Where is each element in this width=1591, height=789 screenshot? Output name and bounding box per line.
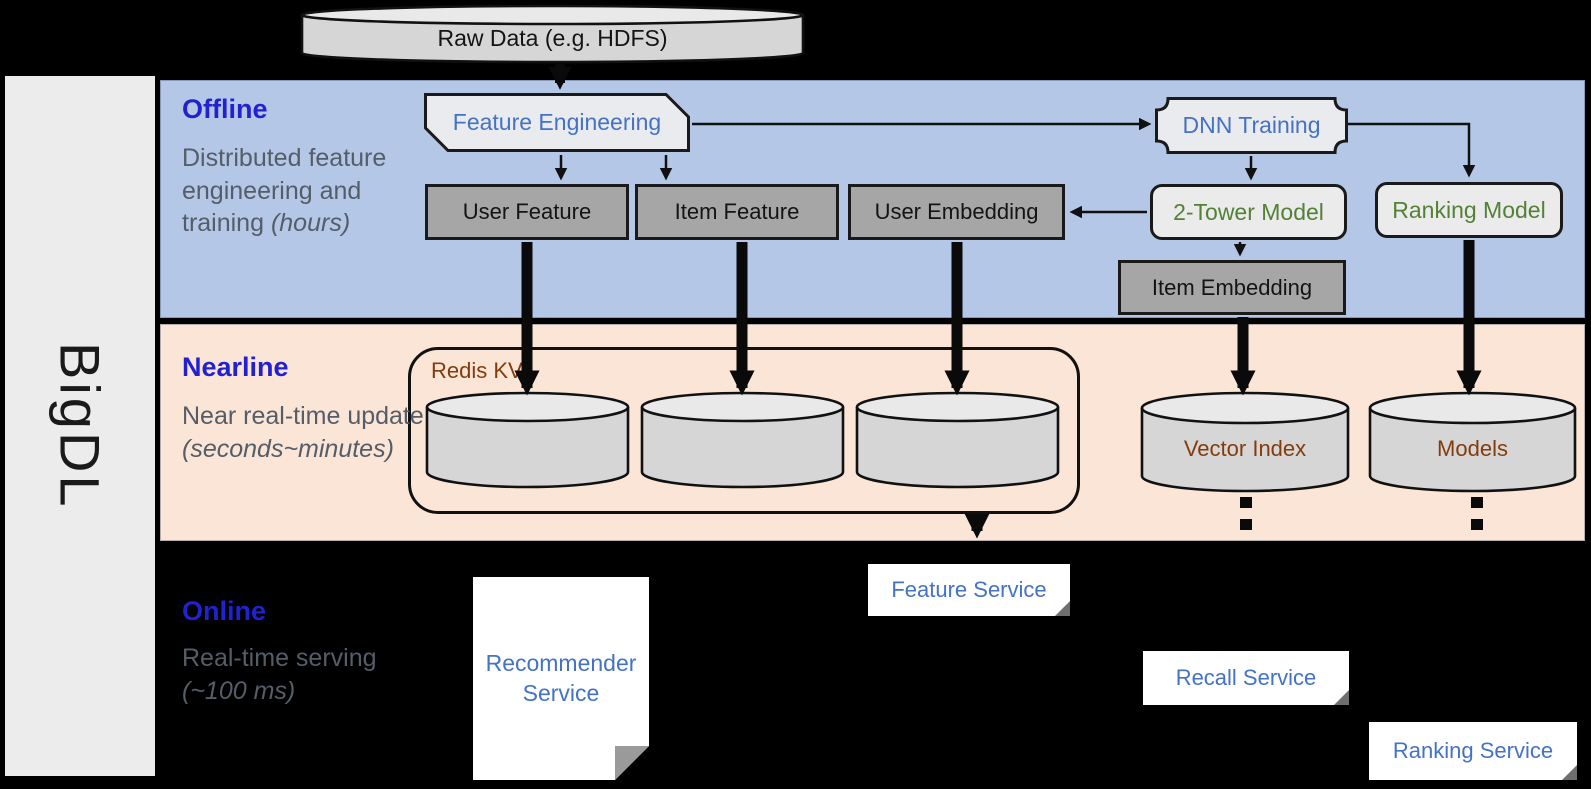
cylinder-top xyxy=(855,391,1060,423)
cylinder-body xyxy=(425,407,630,489)
cylinder-body xyxy=(1368,408,1577,493)
feature-engineering-label: Feature Engineering xyxy=(452,109,662,135)
cylinder-graphic xyxy=(1368,391,1577,493)
two-tower-model-node: 2-Tower Model xyxy=(1150,184,1347,240)
cylinder-graphic xyxy=(300,4,805,64)
cylinder-graphic xyxy=(1140,391,1350,493)
vector-index-label: Vector Index xyxy=(1183,435,1307,461)
dnn-training-label: DNN Training xyxy=(1182,112,1321,138)
nearline-desc-italic: (seconds~minutes) xyxy=(182,434,394,463)
redis-cylinder-2 xyxy=(640,390,845,490)
redis-cylinder-1 xyxy=(425,390,630,490)
nearline-band-desc: Near real-time update (seconds~minutes) xyxy=(182,400,432,465)
ranking-service-node: Ranking Service xyxy=(1369,722,1577,780)
bigdl-logo-text: BigDL xyxy=(48,342,112,510)
cylinder-graphic xyxy=(855,391,1060,489)
feature-engineering-node: Feature Engineering xyxy=(424,93,690,152)
online-band-desc: Real-time serving (~100 ms) xyxy=(182,642,382,707)
recommender-service-label: Recommender Service xyxy=(485,649,637,706)
cylinder-top xyxy=(300,4,805,26)
online-desc-italic: (~100 ms) xyxy=(182,676,296,705)
offline-desc-italic: (hours) xyxy=(270,209,351,237)
cylinder-body xyxy=(855,407,1060,489)
redis-cylinder-3 xyxy=(855,390,1060,490)
item-embedding-label: Item Embedding xyxy=(1151,274,1313,300)
cylinder-graphic xyxy=(640,391,845,489)
bigdl-sidebar: BigDL xyxy=(5,76,155,776)
cylinder-body xyxy=(640,407,845,489)
user-feature-node: User Feature xyxy=(425,184,629,240)
online-band-title: Online xyxy=(182,596,267,626)
nearline-desc-text: Near real-time update xyxy=(182,402,424,430)
item-feature-label: Item Feature xyxy=(674,199,800,224)
nearline-band-title: Nearline xyxy=(182,352,289,382)
offline-band-title: Offline xyxy=(182,94,268,124)
redis-kv-label: Redis KV xyxy=(431,358,523,383)
dnn-training-node: DNN Training xyxy=(1155,97,1348,154)
feature-service-label: Feature Service xyxy=(891,577,1047,602)
plaque-shape xyxy=(1155,97,1348,154)
raw-data-store: Raw Data (e.g. HDFS) xyxy=(300,4,805,64)
snip-rect-shape xyxy=(424,93,690,152)
ranking-model-node: Ranking Model xyxy=(1375,182,1563,238)
user-embedding-label: User Embedding xyxy=(874,199,1039,224)
recall-service-label: Recall Service xyxy=(1175,665,1317,690)
ranking-model-label: Ranking Model xyxy=(1392,196,1546,223)
item-embedding-node: Item Embedding xyxy=(1118,260,1346,315)
cylinder-graphic xyxy=(425,391,630,489)
ranking-service-label: Ranking Service xyxy=(1392,738,1554,763)
user-feature-label: User Feature xyxy=(462,199,592,224)
recommender-service-node: Recommender Service xyxy=(473,577,649,780)
user-embedding-node: User Embedding xyxy=(848,184,1065,240)
vector-index-store: Vector Index xyxy=(1140,390,1350,495)
cylinder-top xyxy=(640,391,845,423)
cylinder-body xyxy=(1140,408,1350,493)
snip-rect-graphic xyxy=(424,93,690,152)
item-feature-node: Item Feature xyxy=(635,184,839,240)
models-label: Models xyxy=(1437,435,1508,461)
offline-desc-text: Distributed feature engineering and trai… xyxy=(182,144,387,237)
recall-service-node: Recall Service xyxy=(1143,651,1349,705)
cylinder-top xyxy=(425,391,630,423)
feature-service-node: Feature Service xyxy=(868,564,1070,616)
offline-band-desc: Distributed feature engineering and trai… xyxy=(182,142,397,240)
models-store: Models xyxy=(1368,390,1577,495)
cylinder-body xyxy=(300,15,805,64)
raw-data-label: Raw Data (e.g. HDFS) xyxy=(437,24,668,51)
two-tower-model-label: 2-Tower Model xyxy=(1173,198,1324,225)
online-desc-text: Real-time serving xyxy=(182,644,377,672)
plaque-graphic xyxy=(1155,97,1348,154)
